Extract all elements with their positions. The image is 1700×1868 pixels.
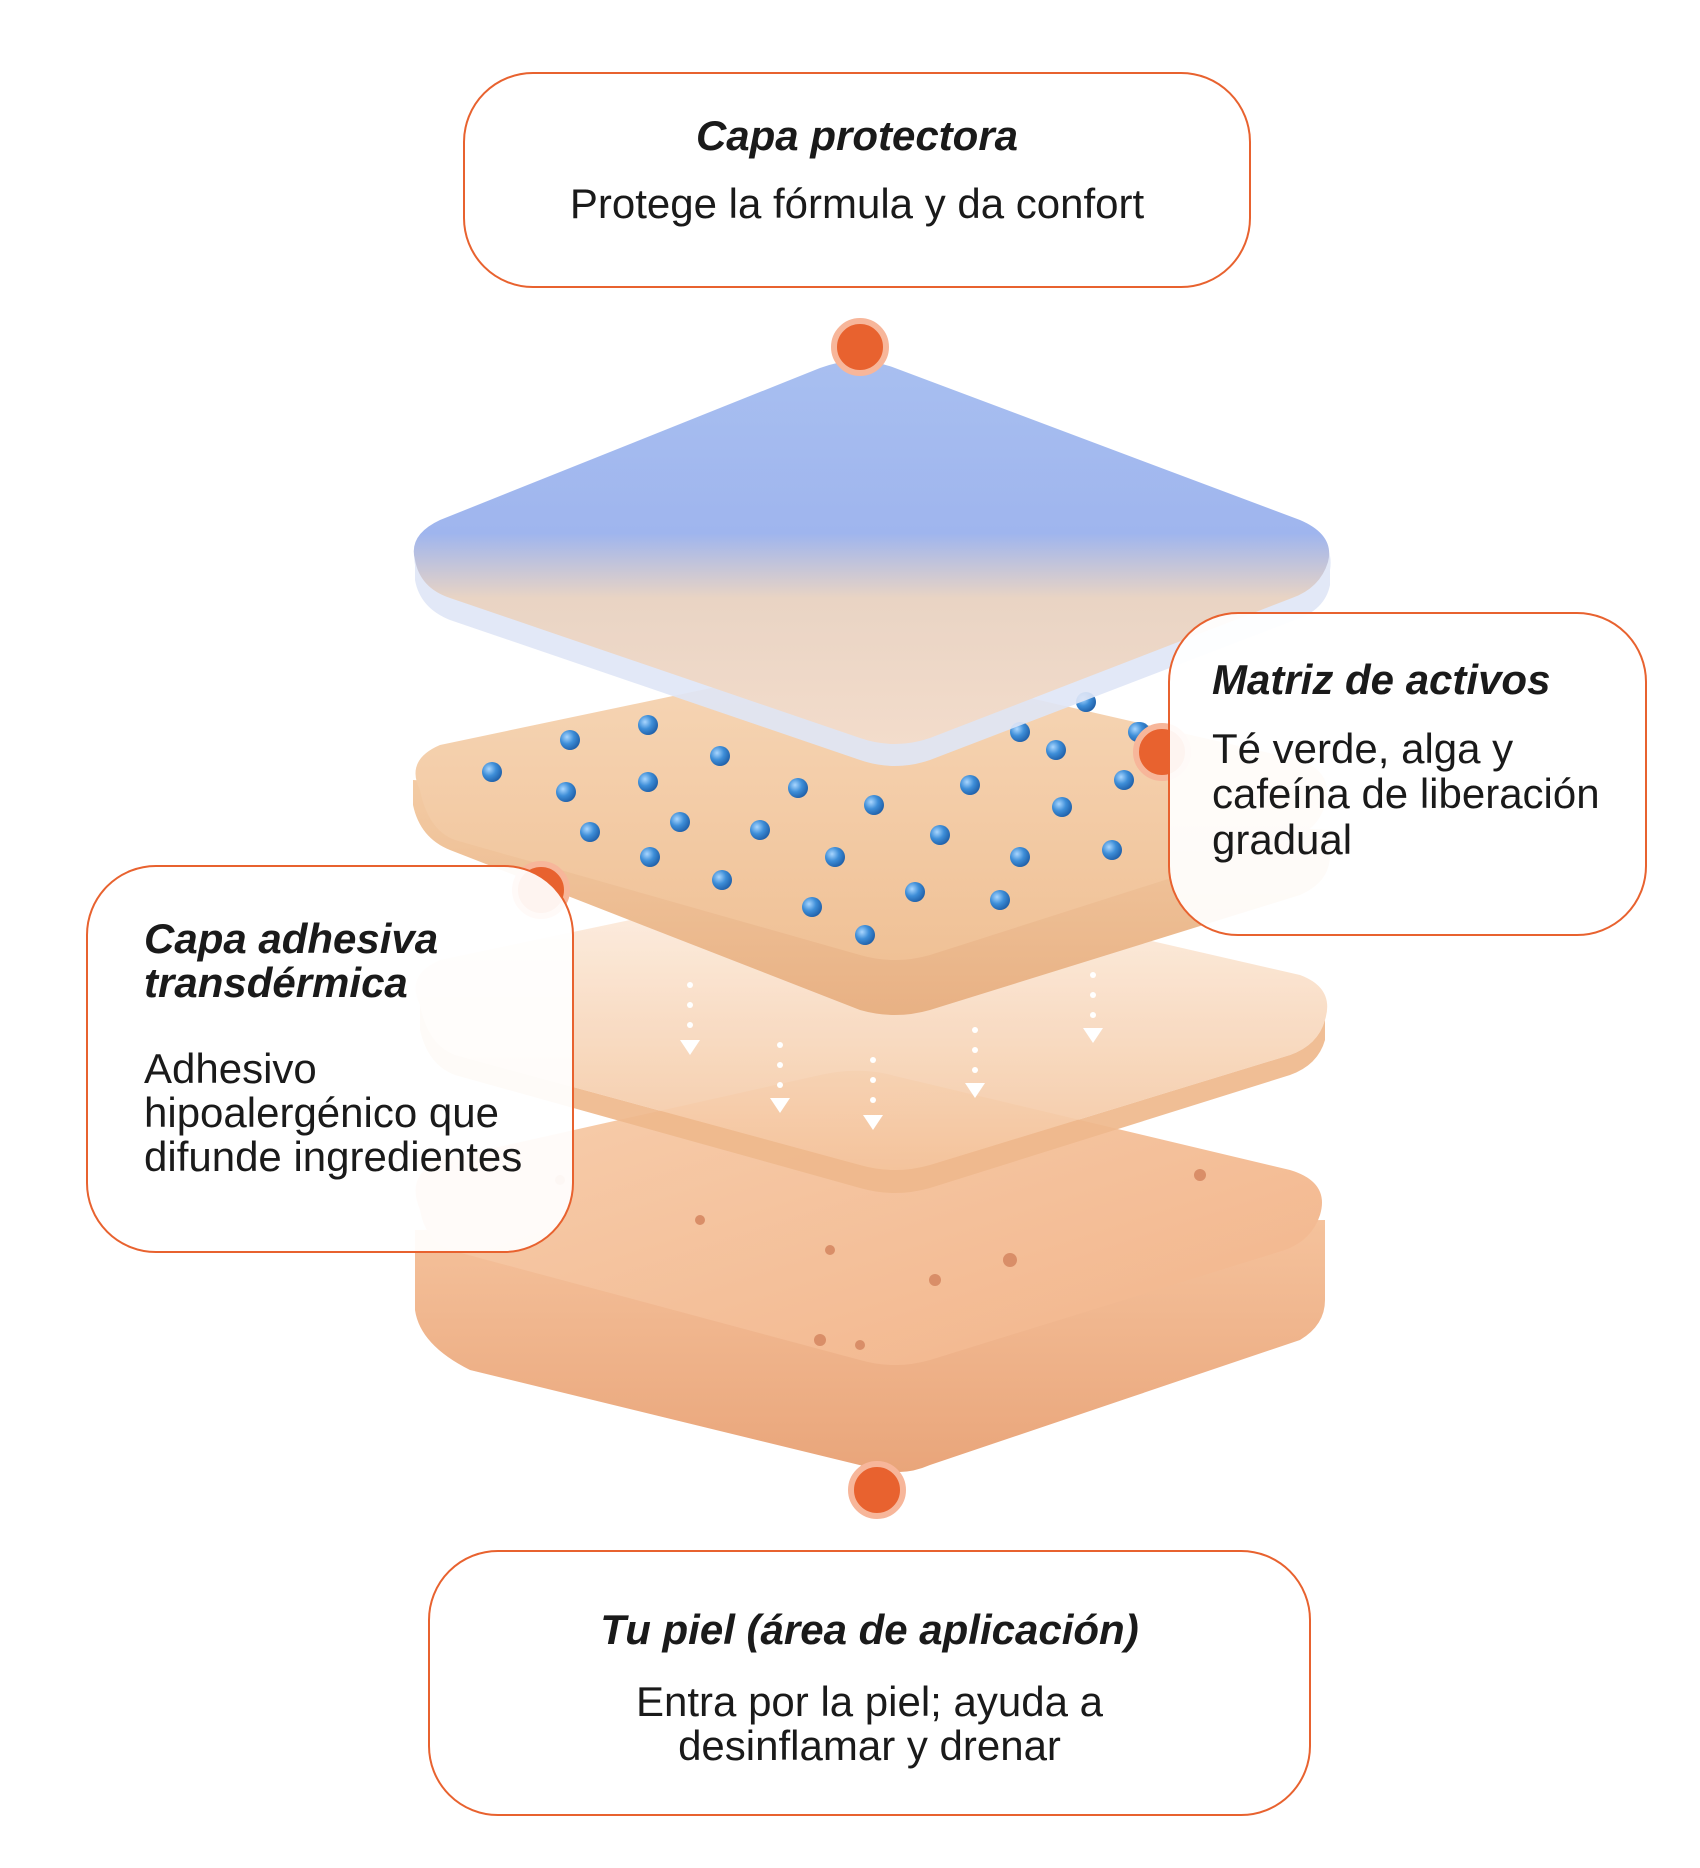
protective-connector-dot: [831, 318, 889, 376]
skin-layer: [415, 1070, 1325, 1473]
diffusion-arrows: [680, 972, 1103, 1130]
skin-title: Tu piel (área de aplicación): [600, 1606, 1139, 1653]
adhesive-layer-callout: Capa adhesiva transdérmica Adhesivo hipo…: [86, 865, 574, 1253]
active-matrix-description: Té verde, alga y cafeína de liberación g…: [1212, 725, 1600, 863]
adhesive-layer-title: Capa adhesiva transdérmica: [144, 915, 439, 1007]
active-matrix-title: Matriz de activos: [1212, 656, 1551, 703]
skin-connector-dot: [848, 1461, 906, 1519]
active-matrix-callout: Matriz de activos Té verde, alga y cafeí…: [1168, 612, 1647, 936]
protective-layer-callout: Capa protectora Protege la fórmula y da …: [463, 72, 1251, 288]
adhesive-layer-description: Adhesivo hipoalergénico que difunde ingr…: [144, 1045, 523, 1181]
protective-layer-description: Protege la fórmula y da confort: [569, 180, 1145, 227]
protective-layer-title: Capa protectora: [695, 112, 1019, 159]
skin-callout: Tu piel (área de aplicación) Entra por l…: [428, 1550, 1311, 1816]
active-beads: [482, 692, 1150, 945]
skin-description: Entra por la piel; ayuda a desinflamar y…: [636, 1678, 1103, 1770]
protective-layer: [413, 361, 1331, 766]
